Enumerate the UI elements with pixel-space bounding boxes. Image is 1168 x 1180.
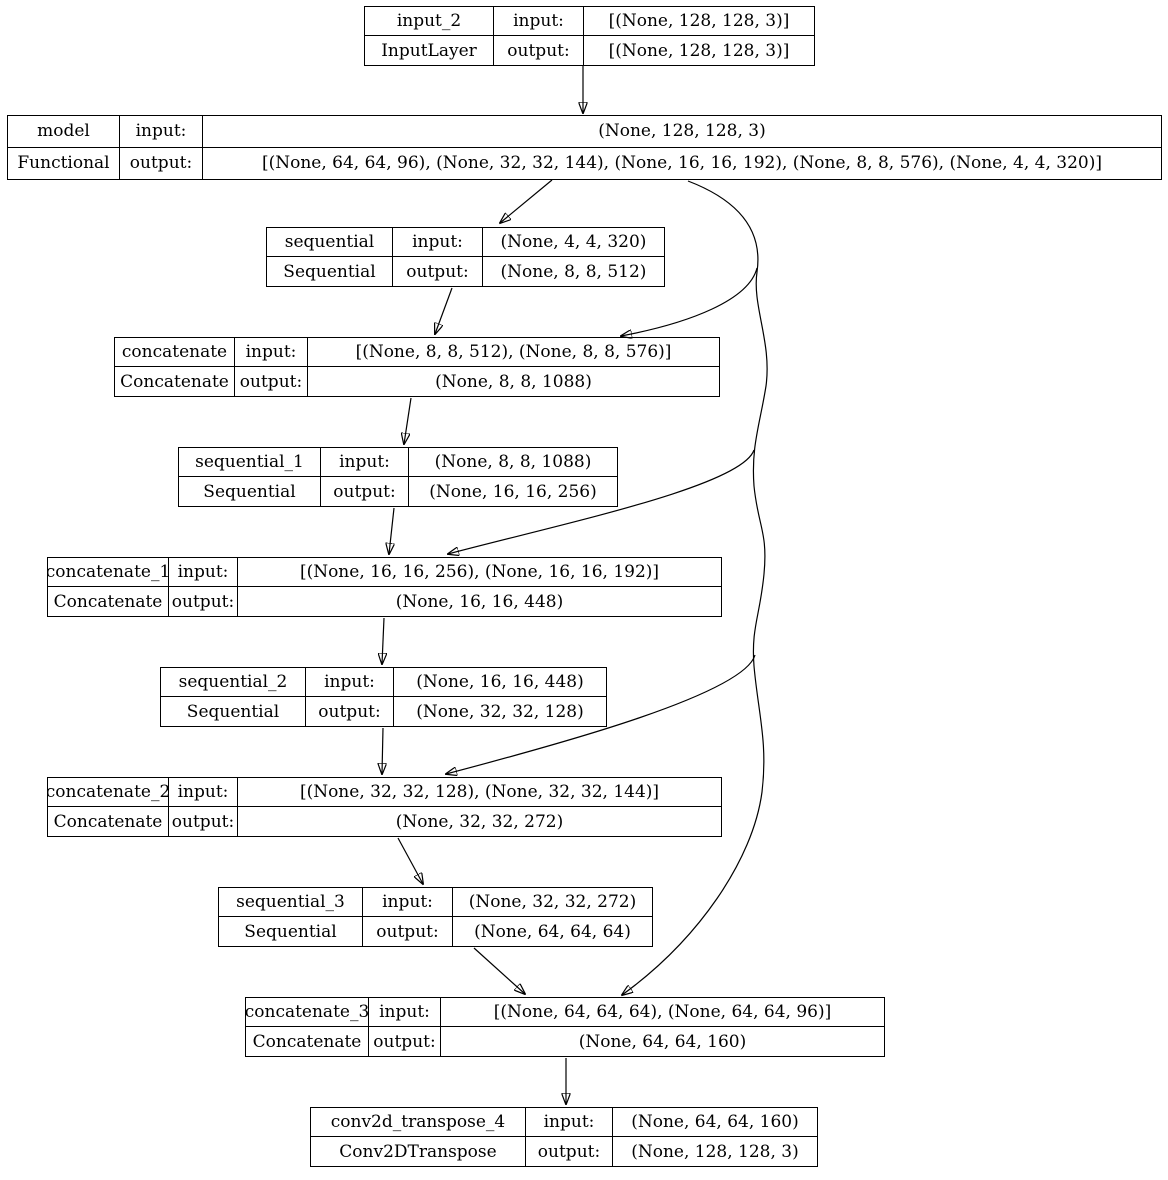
node-concatenate_2: concatenate_2 input: [(None, 32, 32, 128… xyxy=(47,777,722,837)
output-label: output: xyxy=(363,917,453,946)
edge-sequential_1-to-concatenate_1 xyxy=(389,507,394,554)
output-label: output: xyxy=(169,807,238,836)
input-label: input: xyxy=(321,448,409,477)
input-label: input: xyxy=(235,338,308,367)
layer-type: Concatenate xyxy=(246,1027,369,1056)
edge-concatenate_2-to-sequential_3 xyxy=(397,837,423,884)
output-label: output: xyxy=(393,257,483,286)
layer-name: concatenate_3 xyxy=(246,998,369,1027)
output-label: output: xyxy=(306,697,394,726)
input-shape: (None, 64, 64, 160) xyxy=(613,1108,817,1137)
output-shape: (None, 8, 8, 512) xyxy=(500,261,647,282)
layer-name: input_2 xyxy=(365,7,494,36)
input-label: input: xyxy=(306,668,394,697)
input-shape: (None, 4, 4, 320) xyxy=(483,228,664,257)
layer-type: Functional xyxy=(8,147,120,179)
layer-type: Sequential xyxy=(161,697,306,726)
output-label: output: xyxy=(526,1137,613,1166)
edge-sequential_3-to-concatenate_3 xyxy=(473,947,525,994)
layer-type: Sequential xyxy=(219,917,363,946)
output-shape: (None, 16, 16, 256) xyxy=(429,481,597,502)
input-label: input: xyxy=(526,1108,613,1137)
input-shape: [(None, 64, 64, 64), (None, 64, 64, 96)] xyxy=(441,998,884,1027)
node-conv2d_transpose_4: conv2d_transpose_4 input: (None, 64, 64,… xyxy=(310,1107,818,1167)
edge-model-to-sequential xyxy=(500,179,553,223)
layer-type: Concatenate xyxy=(115,367,235,396)
output-shape: (None, 32, 32, 272) xyxy=(395,811,564,832)
layer-name: concatenate_1 xyxy=(48,558,169,587)
input-label: input: xyxy=(369,998,441,1027)
output-label: output: xyxy=(235,367,308,396)
node-concatenate_1: concatenate_1 input: [(None, 16, 16, 256… xyxy=(47,557,722,617)
node-input_2: input_2 input: [(None, 128, 128, 3)] Inp… xyxy=(364,6,815,66)
node-sequential_3: sequential_3 input: (None, 32, 32, 272) … xyxy=(218,887,653,947)
layer-name: conv2d_transpose_4 xyxy=(311,1108,526,1137)
output-label: output: xyxy=(120,147,203,179)
input-label: input: xyxy=(120,116,203,148)
node-model: model input: (None, 128, 128, 3) Functio… xyxy=(7,115,1162,180)
layer-type: Concatenate xyxy=(48,587,169,616)
output-shape: [(None, 64, 64, 96), (None, 32, 32, 144)… xyxy=(261,153,1102,174)
input-label: input: xyxy=(169,558,238,587)
output-shape: [(None, 128, 128, 3)] xyxy=(608,40,790,61)
output-shape: (None, 64, 64, 160) xyxy=(578,1031,747,1052)
node-sequential_2: sequential_2 input: (None, 16, 16, 448) … xyxy=(160,667,607,727)
output-shape: (None, 32, 32, 128) xyxy=(416,701,584,722)
layer-name: concatenate_2 xyxy=(48,778,169,807)
output-shape: (None, 8, 8, 1088) xyxy=(435,371,592,392)
input-label: input: xyxy=(393,228,483,257)
layer-name: sequential xyxy=(267,228,393,257)
input-label: input: xyxy=(363,888,453,917)
layer-type: Sequential xyxy=(179,477,321,506)
edge-concatenate-to-sequential_1 xyxy=(404,397,412,444)
input-shape: (None, 16, 16, 448) xyxy=(394,668,606,697)
output-shape: (None, 16, 16, 448) xyxy=(395,591,564,612)
edge-sequential-to-concatenate xyxy=(435,287,453,334)
input-shape: [(None, 128, 128, 3)] xyxy=(584,7,814,36)
output-label: output: xyxy=(169,587,238,616)
input-shape: (None, 32, 32, 272) xyxy=(453,888,652,917)
layer-name: concatenate xyxy=(115,338,235,367)
layer-type: Concatenate xyxy=(48,807,169,836)
layer-name: sequential_1 xyxy=(179,448,321,477)
output-label: output: xyxy=(321,477,409,506)
output-shape: (None, 128, 128, 3) xyxy=(631,1141,799,1162)
layer-type: Sequential xyxy=(267,257,393,286)
edge-concatenate_1-to-sequential_2 xyxy=(382,617,384,664)
input-shape: [(None, 16, 16, 256), (None, 16, 16, 192… xyxy=(238,558,721,587)
node-concatenate_3: concatenate_3 input: [(None, 64, 64, 64)… xyxy=(245,997,885,1057)
node-concatenate: concatenate input: [(None, 8, 8, 512), (… xyxy=(114,337,720,397)
layer-name: sequential_2 xyxy=(161,668,306,697)
input-shape: [(None, 8, 8, 512), (None, 8, 8, 576)] xyxy=(308,338,719,367)
input-shape: (None, 8, 8, 1088) xyxy=(409,448,617,477)
layer-type: InputLayer xyxy=(365,36,494,65)
layer-name: model xyxy=(8,116,120,148)
node-sequential_1: sequential_1 input: (None, 8, 8, 1088) S… xyxy=(178,447,618,507)
node-sequential: sequential input: (None, 4, 4, 320) Sequ… xyxy=(266,227,665,287)
layer-type: Conv2DTranspose xyxy=(311,1137,526,1166)
output-label: output: xyxy=(369,1027,441,1056)
input-label: input: xyxy=(494,7,584,36)
edge-sequential_2-to-concatenate_2 xyxy=(382,727,383,774)
output-shape: (None, 64, 64, 64) xyxy=(474,921,631,942)
input-shape: (None, 128, 128, 3) xyxy=(203,116,1161,148)
layer-name: sequential_3 xyxy=(219,888,363,917)
output-label: output: xyxy=(494,36,584,65)
input-shape: [(None, 32, 32, 128), (None, 32, 32, 144… xyxy=(238,778,721,807)
input-label: input: xyxy=(169,778,238,807)
